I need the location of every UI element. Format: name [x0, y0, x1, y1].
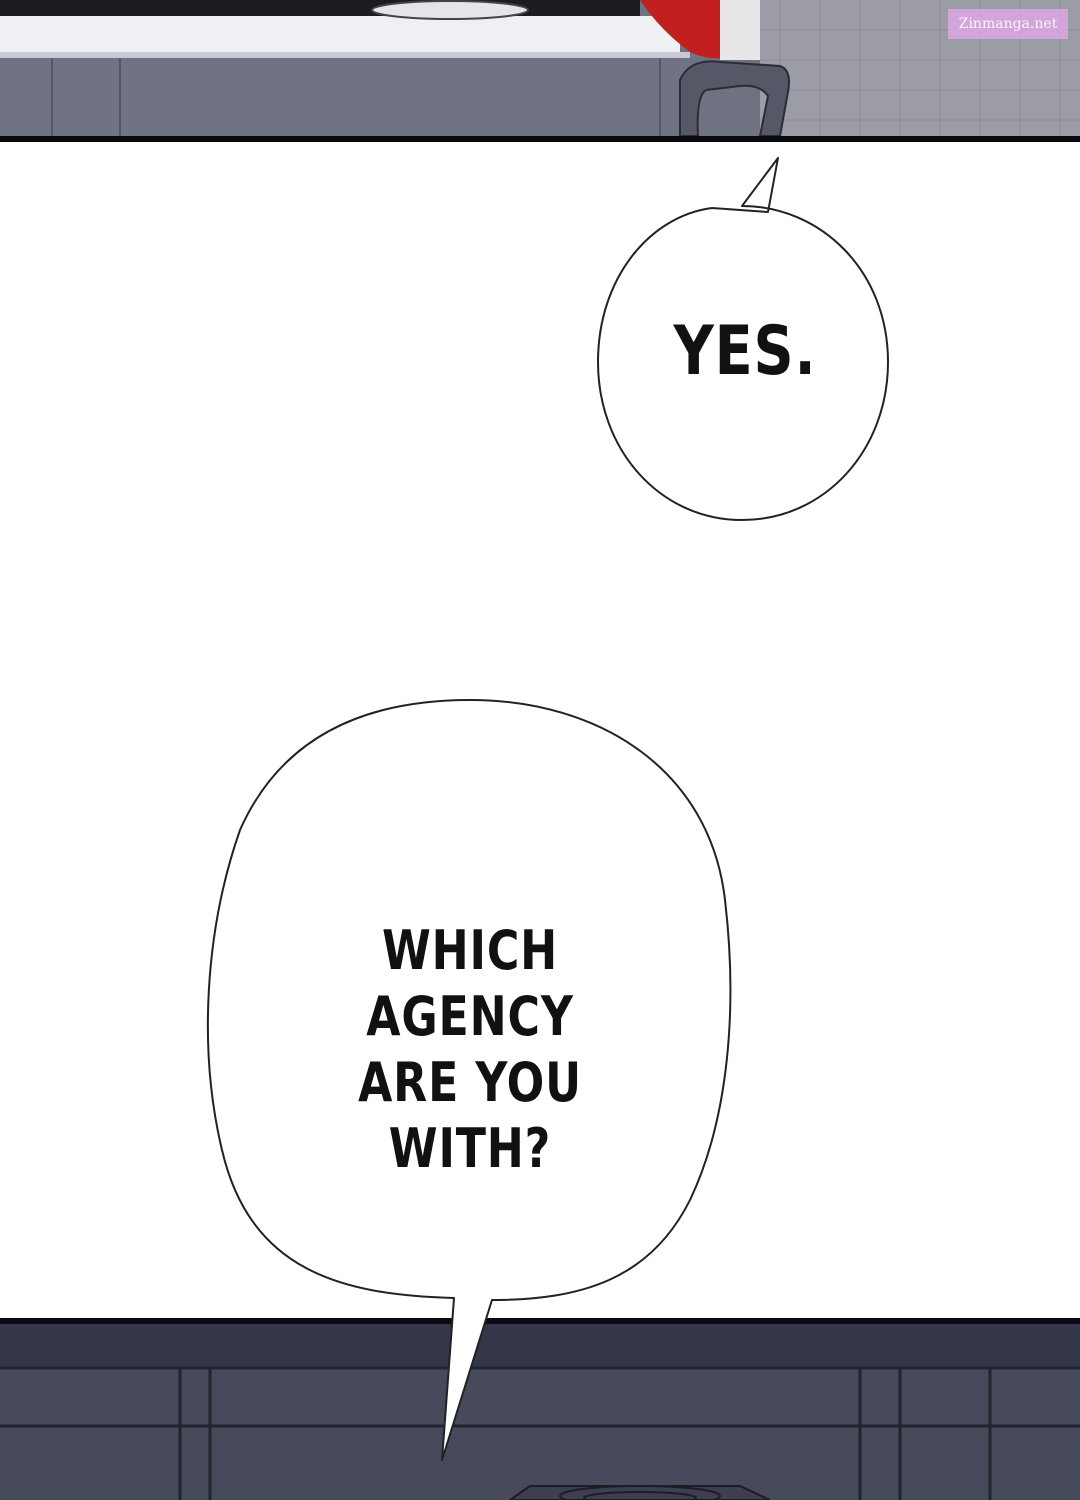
speech-text-yes: YES. — [673, 312, 817, 391]
speech-bubble-yes — [597, 157, 889, 521]
speech-text-agency-line1: WHICH AGENCY — [366, 919, 574, 1048]
top-panel: Zinmanga.net — [0, 0, 1080, 142]
speech-text-agency-line2: ARE YOU WITH? — [358, 1051, 582, 1180]
speech-bubble-agency — [206, 699, 732, 1461]
speech-text-agency: WHICH AGENCY ARE YOU WITH? — [273, 918, 667, 1182]
watermark-badge: Zinmanga.net — [948, 9, 1068, 39]
bottom-panel — [0, 1318, 1080, 1500]
bottom-panel-artwork — [0, 1318, 1080, 1500]
